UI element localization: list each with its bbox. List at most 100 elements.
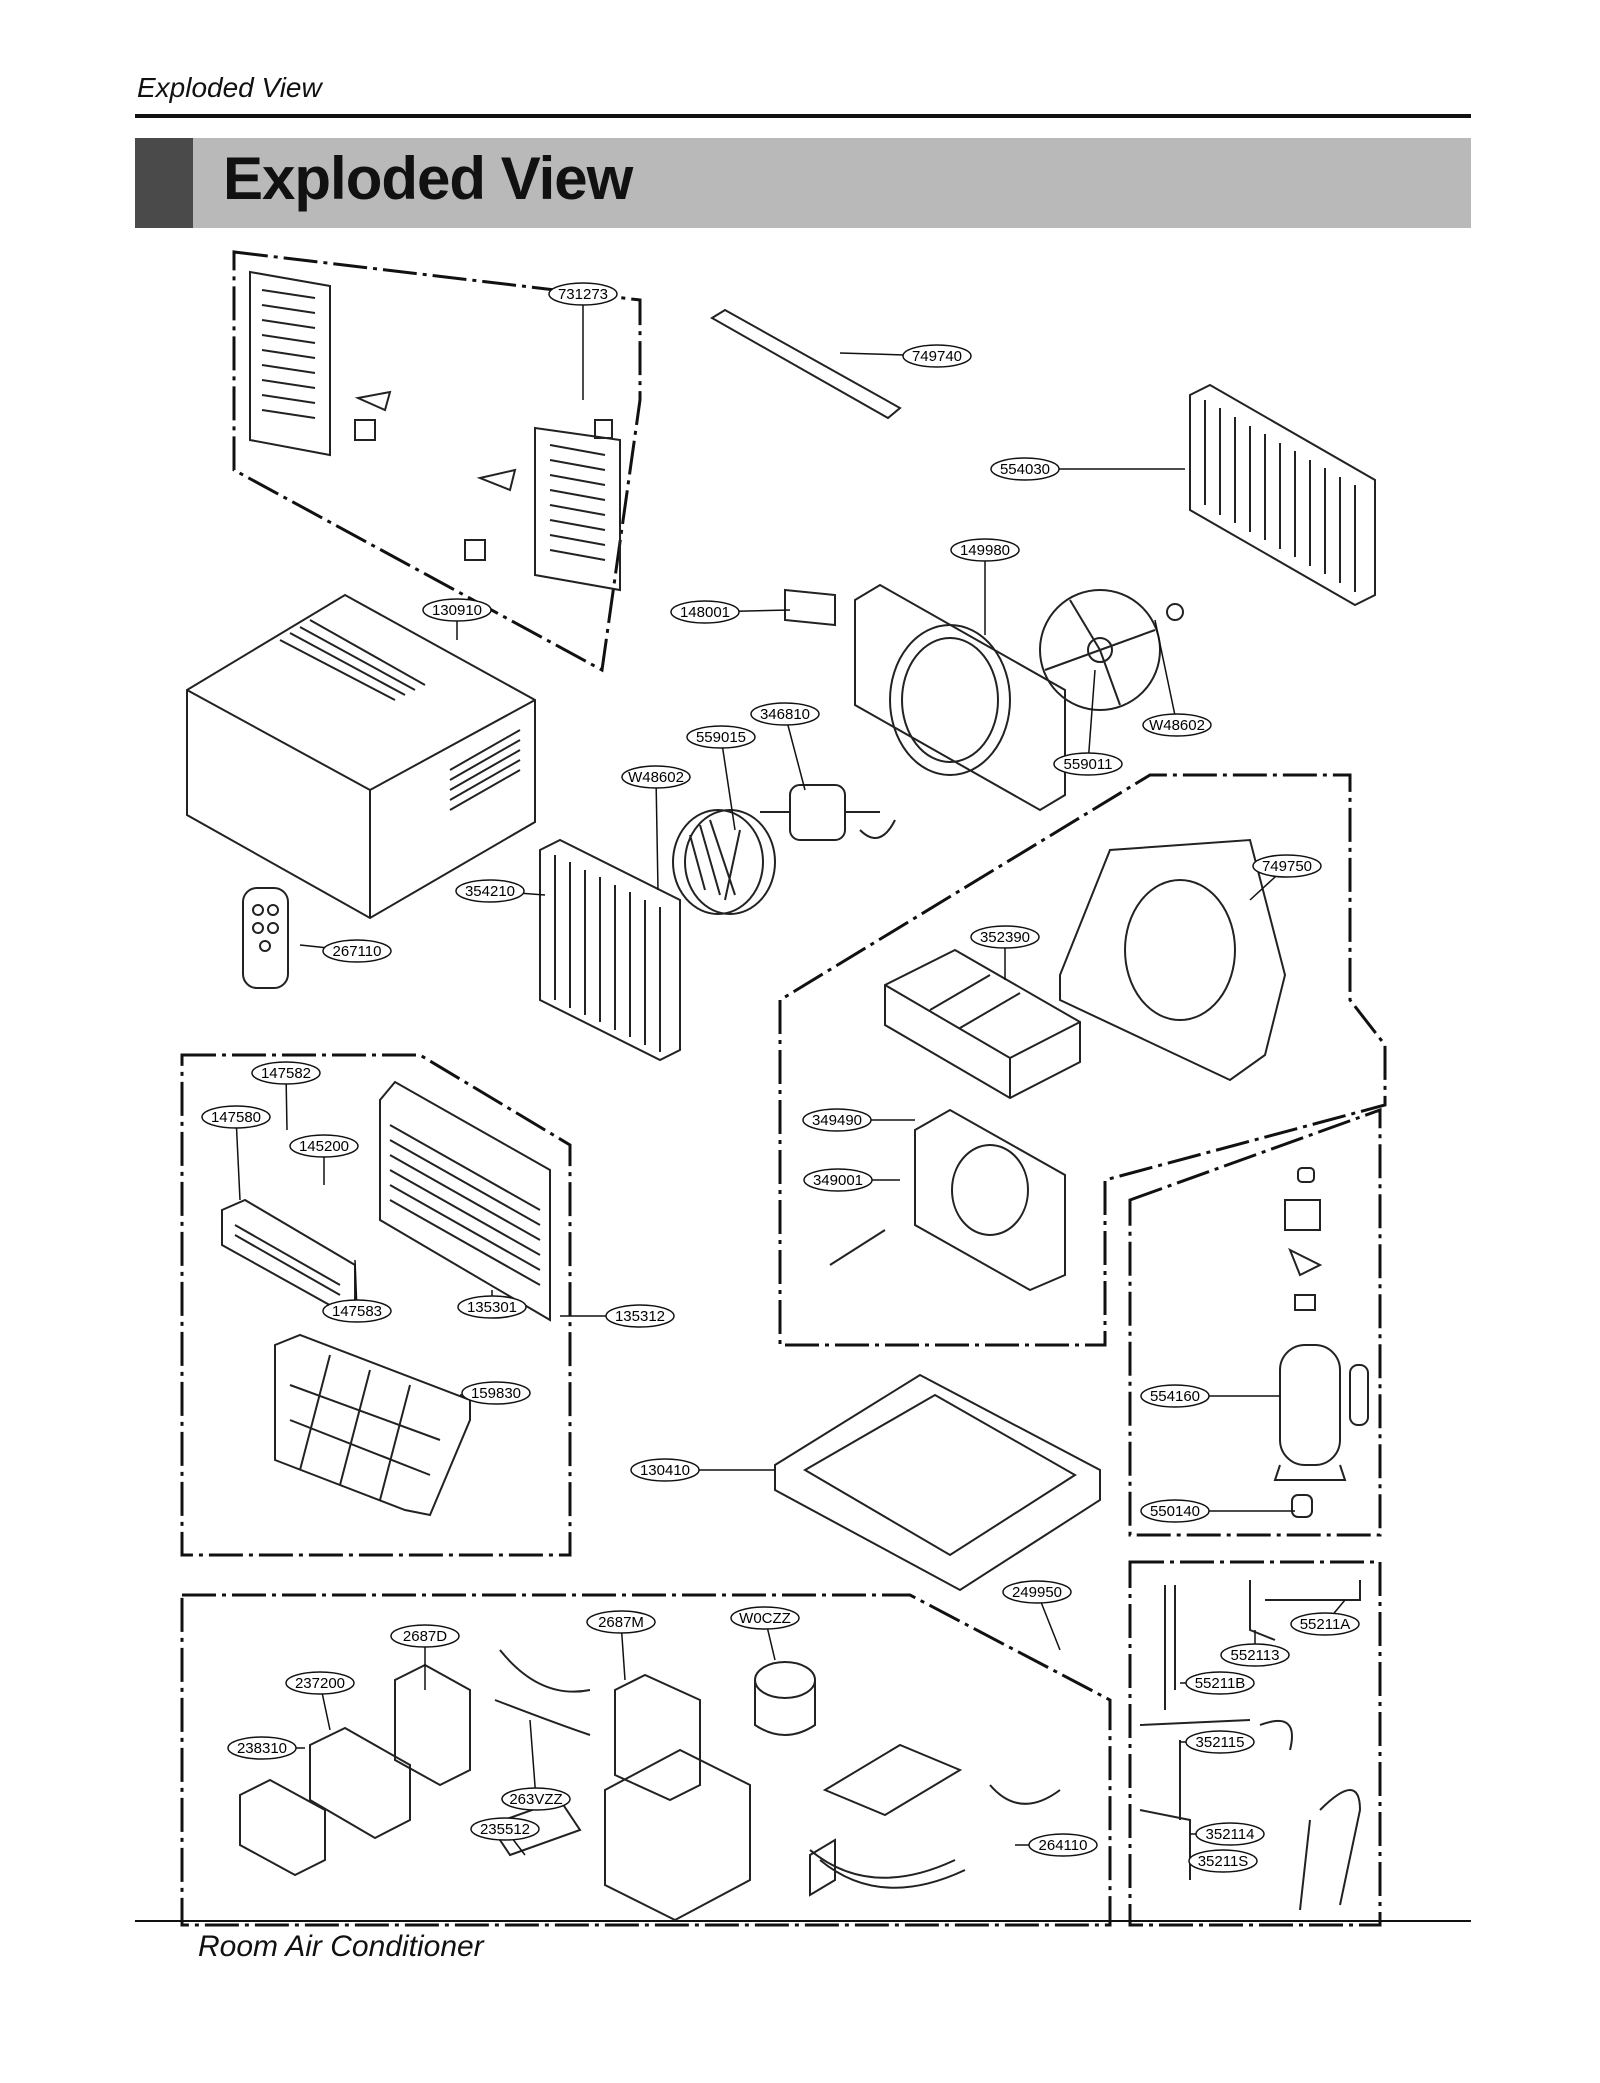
callout-bubble — [457, 1295, 527, 1319]
callout-bubble — [1220, 1643, 1290, 1667]
part-callout: 148001 — [670, 600, 791, 624]
outline-evaporator-group — [778, 773, 1387, 1347]
part-number-label: 349001 — [813, 1172, 863, 1189]
callout-bubble — [227, 1736, 297, 1760]
part-number-label: 130410 — [640, 1462, 690, 1479]
part-callout: 35211S — [1188, 1849, 1258, 1873]
part-number-label: 235512 — [480, 1821, 530, 1838]
part-number-label: 749740 — [912, 348, 962, 365]
callout-bubble — [1002, 1580, 1072, 1604]
part-number-label: 2687D — [403, 1628, 447, 1645]
part-number-label: 147580 — [211, 1109, 261, 1126]
part-callout: 349001 — [803, 1168, 900, 1192]
callout-bubble — [1195, 1822, 1265, 1846]
callout-bubble — [285, 1671, 355, 1695]
section-title-bar: Exploded View — [135, 138, 1471, 228]
part-callout: 159830 — [459, 1381, 531, 1405]
part-number-label: 55211A — [1300, 1616, 1351, 1633]
part-callout: 55211B — [1180, 1671, 1255, 1695]
base-pan-drawing — [774, 1373, 1101, 1592]
section-title: Exploded View — [223, 145, 633, 212]
seal-strip-drawing — [710, 308, 902, 420]
part-number-label: 55211B — [1195, 1675, 1246, 1692]
window-frame-right-drawing — [464, 419, 621, 592]
part-number-label: 554030 — [1000, 461, 1050, 478]
part-number-label: 159830 — [471, 1385, 521, 1402]
callout-leader-line — [529, 1719, 537, 1800]
compressor-drawing — [1273, 1167, 1369, 1518]
callout-bubble — [902, 344, 972, 368]
part-number-label: 352114 — [1206, 1826, 1255, 1843]
callout-bubble — [1142, 713, 1212, 737]
part-callout: 731273 — [548, 282, 618, 400]
outline-compressor — [1128, 1107, 1382, 1537]
part-number-label: 135312 — [615, 1308, 665, 1325]
part-callout: 346810 — [750, 702, 820, 791]
header-rule — [135, 114, 1471, 118]
callout-bubble — [621, 765, 691, 789]
part-number-label: 559011 — [1064, 756, 1113, 773]
part-callout: W0CZZ — [730, 1606, 800, 1661]
callout-bubble — [670, 600, 740, 624]
footer-text: Room Air Conditioner — [198, 1930, 484, 1963]
part-callout: 130410 — [630, 1458, 775, 1482]
part-callout: 235512 — [470, 1817, 540, 1856]
part-callout: 552113 — [1220, 1630, 1290, 1667]
control-cover-drawing — [221, 1198, 356, 1310]
part-callout: W48602 — [621, 765, 691, 891]
outline-front-panel — [180, 1053, 572, 1557]
callout-bubble — [990, 457, 1060, 481]
callout-bubble — [750, 702, 820, 726]
part-number-label: 354210 — [465, 883, 515, 900]
remote-control-drawing — [242, 887, 289, 989]
callout-bubble — [1140, 1384, 1210, 1408]
part-number-label: 238310 — [237, 1740, 287, 1757]
condenser-coil-drawing — [1189, 383, 1376, 607]
callout-bubble — [686, 725, 756, 749]
callout-leader-line — [784, 713, 806, 791]
part-number-label: 346810 — [760, 706, 810, 723]
part-number-label: 149980 — [960, 542, 1010, 559]
callout-bubble — [1053, 752, 1123, 776]
part-number-label: 147582 — [261, 1065, 311, 1082]
part-callout: 135312 — [560, 1304, 675, 1328]
part-callout: 352390 — [970, 925, 1040, 980]
callout-bubble — [390, 1624, 460, 1648]
outline-electrical — [180, 1593, 1112, 1927]
evaporator-coil-drawing — [539, 838, 681, 1062]
part-callout: 149980 — [950, 538, 1020, 635]
part-callout: 749740 — [839, 344, 972, 368]
part-number-label: 550140 — [1150, 1503, 1200, 1520]
part-number-label: W48602 — [628, 769, 684, 786]
callout-bubble — [470, 1817, 540, 1841]
part-number-label: 263VZZ — [509, 1791, 562, 1808]
callout-bubble — [1028, 1833, 1098, 1857]
air-guide-drawing — [1059, 838, 1287, 1082]
part-number-label: 749750 — [1262, 858, 1312, 875]
callout-bubble — [461, 1381, 531, 1405]
part-number-label: 554160 — [1150, 1388, 1200, 1405]
callout-bubble — [1290, 1612, 1360, 1636]
part-number-label: 552113 — [1231, 1647, 1280, 1664]
part-callout: 130910 — [422, 598, 492, 640]
callout-bubble — [1188, 1849, 1258, 1873]
part-callout: 147582 — [251, 1061, 321, 1131]
part-callout: 135301 — [457, 1290, 527, 1319]
callout-bubble — [322, 939, 392, 963]
callout-bubble — [501, 1787, 571, 1811]
part-number-label: 352115 — [1196, 1734, 1245, 1751]
callout-bubble — [422, 598, 492, 622]
part-callout: 2687D — [390, 1624, 460, 1690]
filter-drawing — [274, 1333, 471, 1517]
part-callout: 147583 — [322, 1259, 392, 1323]
blower-wheel-drawing — [672, 809, 776, 915]
callout-bubble — [730, 1606, 800, 1630]
callout-bubble — [455, 879, 525, 903]
part-callout: 264110 — [1015, 1833, 1098, 1857]
axial-fan-drawing — [1039, 589, 1184, 711]
part-callout: 55211A — [1290, 1599, 1360, 1636]
part-number-label: 731273 — [558, 286, 608, 303]
part-callout: 2687M — [586, 1610, 656, 1681]
part-callout: 249950 — [1002, 1580, 1072, 1651]
